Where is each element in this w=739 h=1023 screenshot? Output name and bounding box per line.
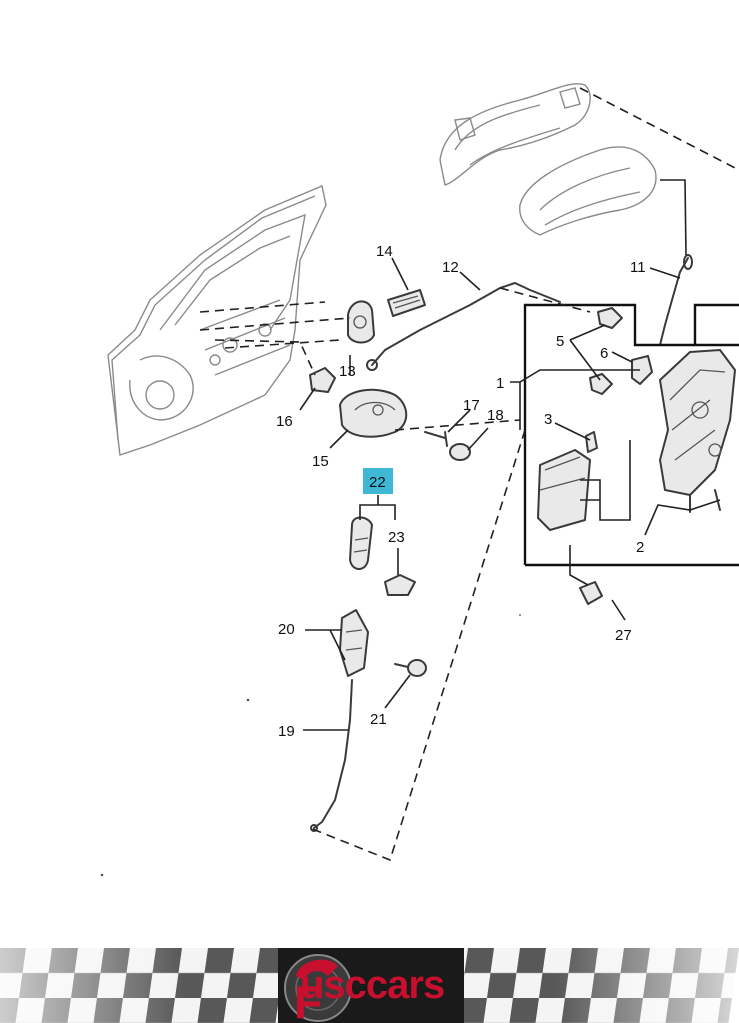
- part-19-end: [310, 824, 318, 832]
- callout-16: 16: [276, 413, 293, 430]
- part-15: [339, 388, 408, 438]
- part-16: [309, 367, 336, 393]
- part-21: [394, 659, 427, 677]
- fusccars-logo: F: [278, 948, 464, 1023]
- callout-19: 19: [278, 723, 295, 740]
- part-27: [579, 581, 603, 605]
- part-14: [387, 289, 426, 317]
- specks: [100, 614, 521, 877]
- logo-letter: F: [294, 976, 322, 1023]
- part-6: [631, 355, 653, 385]
- part-18: [449, 443, 471, 461]
- callout-20: 20: [278, 621, 295, 638]
- callout-11: 11: [630, 259, 646, 276]
- part-12-end: [366, 359, 378, 371]
- part-13: [347, 300, 375, 344]
- callout-12: 12: [442, 259, 459, 276]
- part-11-rod: [659, 257, 689, 346]
- callout-15: 15: [312, 453, 329, 470]
- callout-23: 23: [388, 529, 405, 546]
- callout-22-highlight: [363, 468, 393, 494]
- part-23: [349, 516, 416, 596]
- part-19-rod: [313, 679, 353, 829]
- callout-5: 5: [556, 333, 564, 350]
- callout-18: 18: [487, 407, 504, 424]
- callout-17: 17: [463, 397, 480, 414]
- part-2-latch: [659, 349, 736, 513]
- dashed-leaders: [199, 87, 739, 862]
- callout-21: 21: [370, 711, 387, 728]
- part-3-actuator: [537, 431, 598, 531]
- part-17: [424, 431, 448, 447]
- callout-1: 1: [496, 375, 504, 392]
- callout-27: 27: [615, 627, 632, 644]
- part-11-end: [683, 254, 693, 270]
- outside-handles: [439, 83, 657, 236]
- door-frame: [107, 185, 327, 456]
- callout-2: 2: [636, 539, 644, 556]
- part-20: [339, 609, 369, 677]
- callouts: 1 2 3 5 6 11 12 13 14 15 16 17 18 19 20 …: [276, 243, 646, 740]
- logo-wordmark: usccars: [300, 963, 445, 1007]
- leader-lines: [299, 179, 721, 731]
- callout-6: 6: [600, 345, 608, 362]
- callout-3: 3: [544, 411, 552, 428]
- callout-13: 13: [339, 363, 356, 380]
- callout-22: 22: [369, 474, 386, 491]
- callout-14: 14: [376, 243, 393, 260]
- assembly-box: [523, 303, 739, 567]
- part-12-rod: [371, 282, 561, 366]
- part-5: [589, 307, 623, 395]
